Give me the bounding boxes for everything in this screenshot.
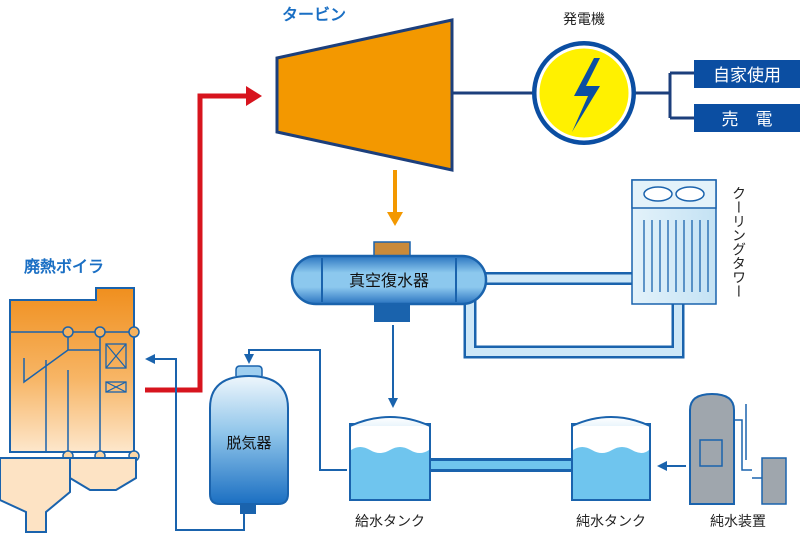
generator: 発電機 bbox=[532, 12, 636, 145]
exhaust-arrow bbox=[387, 170, 403, 226]
turbine: タービン bbox=[275, 5, 454, 172]
pure-water-device: 純水装置 bbox=[689, 392, 787, 530]
tower-louvers bbox=[643, 220, 709, 292]
pure-device-label: 純水装置 bbox=[710, 514, 766, 530]
power-sale-box: 売 電 bbox=[694, 104, 800, 132]
boiler-label: 廃熱ボイラ bbox=[24, 257, 104, 276]
deaerator-label: 脱気器 bbox=[226, 434, 271, 452]
lightning-bolt-icon bbox=[572, 58, 600, 132]
turbine-label: タービン bbox=[282, 5, 346, 24]
condensate-arrow bbox=[388, 325, 398, 408]
self-use-label: 自家使用 bbox=[713, 65, 781, 86]
pure-device-to-tank-line bbox=[657, 461, 686, 471]
self-use-box: 自家使用 bbox=[694, 60, 800, 88]
feed-to-deaerator-line bbox=[244, 349, 347, 471]
cooling-tower-label: クーリングタワー bbox=[730, 186, 746, 298]
feed-water-tank: 給水タンク bbox=[349, 416, 431, 530]
generator-label: 発電機 bbox=[563, 12, 605, 28]
power-sale-label: 売 電 bbox=[722, 110, 773, 130]
cooling-tower: クーリングタワー bbox=[631, 179, 746, 305]
cooling-water-pipe bbox=[463, 272, 685, 359]
feed-tank-label: 給水タンク bbox=[355, 514, 425, 530]
deaerator-to-boiler-line bbox=[145, 354, 245, 531]
deaerator: 脱気器 bbox=[209, 365, 289, 514]
pure-tank-label: 純水タンク bbox=[576, 514, 646, 530]
generator-output-lines bbox=[635, 71, 694, 120]
fan-icon bbox=[643, 186, 705, 202]
pure-water-tank: 純水タンク bbox=[571, 416, 651, 530]
steam-line bbox=[145, 86, 262, 393]
tank-connection-pipe bbox=[428, 458, 576, 472]
condenser: 真空復水器 bbox=[290, 241, 488, 322]
condenser-label: 真空復水器 bbox=[349, 271, 429, 290]
waste-heat-boiler: 廃熱ボイラ bbox=[0, 257, 140, 533]
